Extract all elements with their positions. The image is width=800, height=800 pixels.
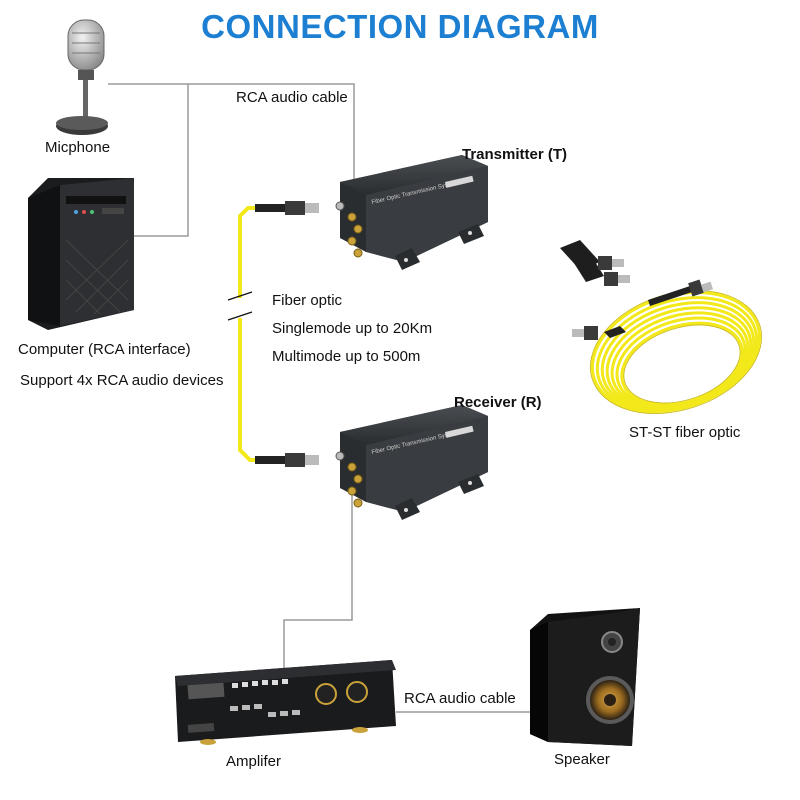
receiver-box-icon: Fiber Optic Transmission System [335, 405, 488, 520]
page-title: CONNECTION DIAGRAM [201, 8, 599, 45]
multimode-label: Multimode up to 500m [272, 348, 421, 365]
st-connector-icon [648, 279, 713, 306]
rca-cable-label-top: RCA audio cable [236, 89, 348, 106]
rca-cable-label-bottom: RCA audio cable [404, 690, 516, 707]
st-connector-pair-icon [560, 240, 630, 286]
transmitter-label: Transmitter (T) [462, 146, 568, 163]
speaker-label: Speaker [554, 751, 610, 768]
st-fiber-label: ST-ST fiber optic [629, 424, 741, 441]
microphone-icon [56, 19, 108, 135]
singlemode-label: Singlemode up to 20Km [272, 320, 433, 337]
receiver-label: Receiver (R) [454, 394, 542, 411]
amplifier-icon [175, 660, 396, 745]
fiber-coil-icon [590, 290, 762, 414]
microphone-label: Micphone [45, 139, 111, 156]
support-label: Support 4x RCA audio devices [20, 372, 224, 389]
st-connector-icon [255, 453, 319, 467]
transmitter-box-icon: Fiber Optic Transmission System [335, 155, 488, 270]
st-connector-icon [572, 326, 626, 340]
fiber-optic-label: Fiber optic [272, 292, 343, 309]
st-connector-icon [255, 201, 319, 215]
amplifier-label: Amplifer [226, 753, 282, 770]
computer-tower-icon [28, 178, 134, 330]
fiber-break-mark [227, 291, 253, 321]
rca-cable-bottom [283, 485, 530, 713]
computer-label: Computer (RCA interface) [18, 341, 191, 358]
rca-cable-top [108, 83, 355, 237]
speaker-icon [530, 608, 640, 746]
